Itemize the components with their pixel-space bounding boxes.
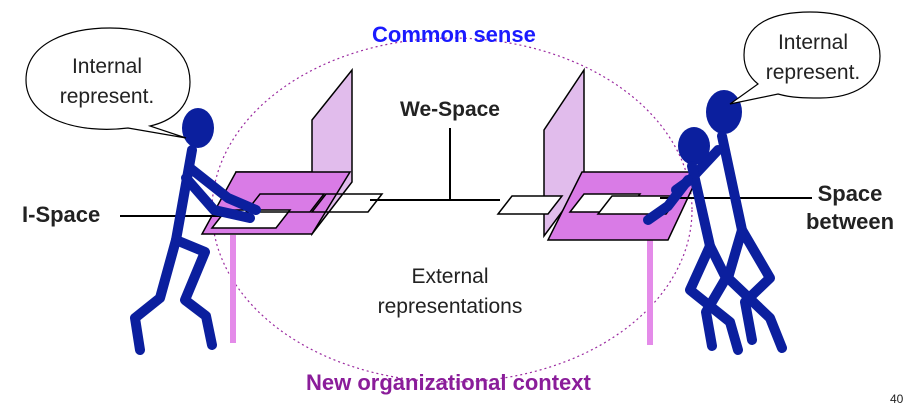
external-line2: representations [377, 295, 523, 318]
external-representations-label: External representations [360, 262, 540, 322]
bottom-context-label: New organizational context [306, 370, 591, 395]
we-space-label: We-Space [400, 98, 500, 121]
right-person-front [643, 127, 743, 355]
left-bubble-line2: represent. [59, 85, 155, 108]
space-between-line2: between [805, 209, 895, 234]
right-desk [496, 67, 702, 241]
right-bubble-line1: Internal [777, 31, 849, 54]
space-between-label: Space between [800, 180, 900, 236]
diagram-title: Common sense [372, 22, 536, 47]
left-bubble-text: Internal represent. [48, 52, 166, 112]
page-number: 40 [890, 392, 904, 405]
right-bubble-text: Internal represent. [754, 28, 872, 88]
external-line1: External [411, 265, 489, 288]
i-space-label: I-Space [22, 202, 101, 227]
right-bubble-line2: represent. [765, 61, 861, 84]
right-thought-bubble [729, 11, 881, 105]
left-bubble-line1: Internal [71, 55, 143, 78]
we-space-connector [370, 128, 500, 201]
left-thought-bubble [25, 27, 191, 139]
left-person [130, 108, 261, 355]
space-between-line1: Space [817, 181, 883, 206]
